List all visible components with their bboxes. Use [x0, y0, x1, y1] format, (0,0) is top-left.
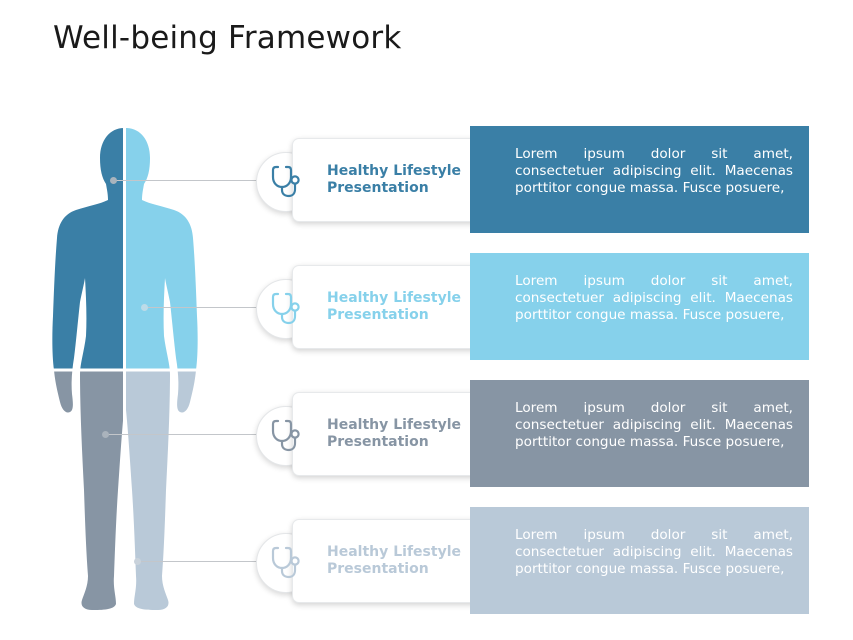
- card-title: Healthy Lifestyle Presentation: [327, 290, 461, 324]
- slide-title: Well-being Framework: [53, 20, 402, 56]
- card-title-line2: Presentation: [327, 561, 429, 577]
- card-title-line2: Presentation: [327, 434, 429, 450]
- card-title-line2: Presentation: [327, 307, 429, 323]
- framework-row-3: Healthy Lifestyle Presentation Lorem ips…: [0, 380, 853, 488]
- framework-row-1: Healthy Lifestyle Presentation Lorem ips…: [0, 126, 853, 234]
- panel-text: Lorem ipsum dolor sit amet, consectetuer…: [515, 400, 793, 450]
- connector-line: [141, 304, 260, 311]
- connector-dot: [134, 558, 141, 565]
- human-body-figure: [40, 120, 210, 620]
- connector-line: [134, 558, 260, 565]
- card-title: Healthy Lifestyle Presentation: [327, 417, 461, 451]
- framework-row-4: Healthy Lifestyle Presentation Lorem ips…: [0, 507, 853, 615]
- connector-line: [102, 431, 260, 438]
- card-title-line1: Healthy Lifestyle: [327, 290, 461, 306]
- text-panel: Lorem ipsum dolor sit amet, consectetuer…: [470, 507, 809, 614]
- panel-text: Lorem ipsum dolor sit amet, consectetuer…: [515, 146, 793, 196]
- card-title-line1: Healthy Lifestyle: [327, 163, 461, 179]
- text-panel: Lorem ipsum dolor sit amet, consectetuer…: [470, 253, 809, 360]
- text-panel: Lorem ipsum dolor sit amet, consectetuer…: [470, 380, 809, 487]
- stethoscope-icon: [271, 546, 300, 579]
- connector-dot: [102, 431, 109, 438]
- card-title-line2: Presentation: [327, 180, 429, 196]
- stethoscope-icon: [271, 419, 300, 452]
- label-card: [292, 265, 485, 349]
- framework-row-2: Healthy Lifestyle Presentation Lorem ips…: [0, 253, 853, 361]
- panel-text: Lorem ipsum dolor sit amet, consectetuer…: [515, 527, 793, 577]
- card-title: Healthy Lifestyle Presentation: [327, 163, 461, 197]
- connector-dot: [141, 304, 148, 311]
- stethoscope-icon: [271, 165, 300, 198]
- text-panel: Lorem ipsum dolor sit amet, consectetuer…: [470, 126, 809, 233]
- connector-line: [110, 177, 260, 184]
- connector-dot: [110, 177, 117, 184]
- panel-text: Lorem ipsum dolor sit amet, consectetuer…: [515, 273, 793, 323]
- card-title: Healthy Lifestyle Presentation: [327, 544, 461, 578]
- card-title-line1: Healthy Lifestyle: [327, 417, 461, 433]
- stethoscope-icon: [271, 292, 300, 325]
- label-card: [292, 392, 485, 476]
- card-title-line1: Healthy Lifestyle: [327, 544, 461, 560]
